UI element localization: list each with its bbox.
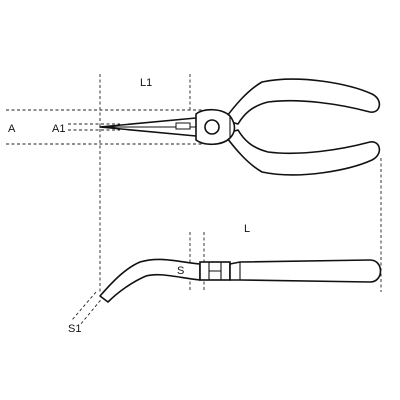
lower-handle — [223, 129, 381, 176]
bent-jaw — [99, 258, 201, 303]
label-l: L — [244, 223, 250, 235]
s1-lower-reference-line — [71, 291, 97, 321]
side-handle — [229, 259, 382, 283]
dimension-lines — [6, 74, 382, 326]
label-s1: S1 — [68, 323, 81, 335]
plier-top-view — [99, 78, 381, 176]
pivot-rivet — [204, 119, 220, 135]
upper-handle — [223, 78, 381, 125]
label-l1: L1 — [140, 77, 152, 89]
cutter-detail — [175, 122, 191, 130]
label-s: S — [177, 265, 184, 277]
label-a1: A1 — [52, 123, 65, 135]
s1-upper-reference-line — [79, 295, 105, 326]
plier-side-view — [99, 258, 382, 303]
dimension-labels: L1 A A1 L S S1 — [8, 77, 250, 335]
label-a: A — [8, 123, 16, 135]
